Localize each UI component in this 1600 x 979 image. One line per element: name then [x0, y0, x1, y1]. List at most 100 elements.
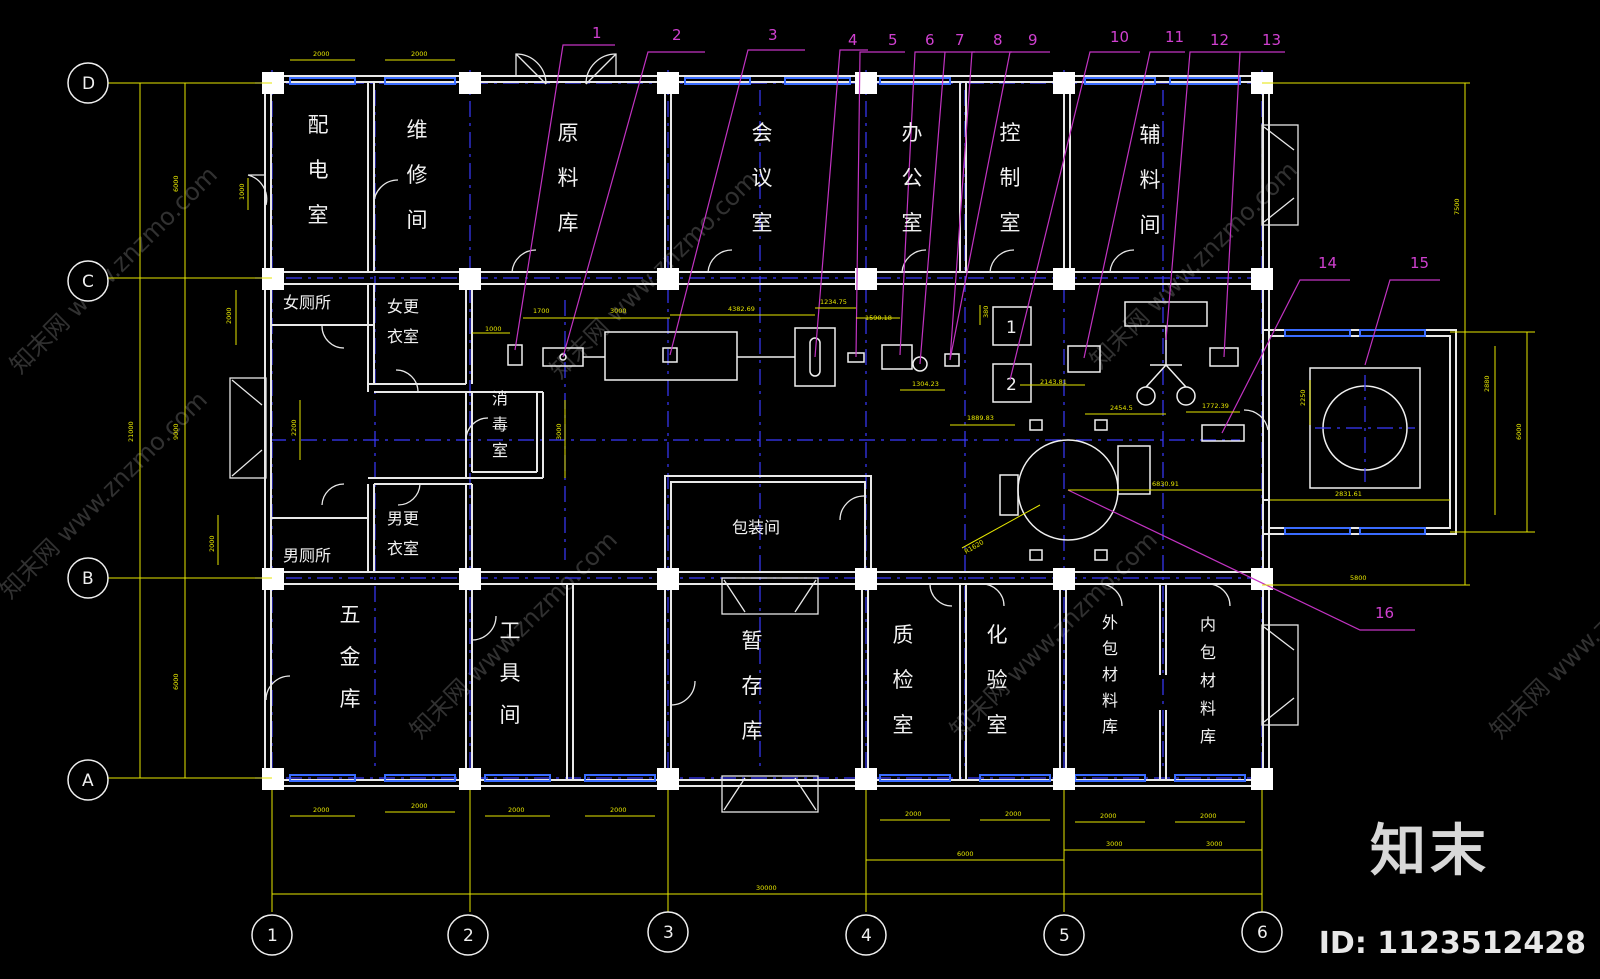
equipment-label: 4 [848, 31, 858, 49]
dim-text: 30000 [756, 884, 777, 892]
equipment-label: 12 [1210, 31, 1229, 49]
dim-text: 2831.61 [1335, 490, 1362, 498]
grid-bubble-a[interactable] [67, 759, 109, 801]
grid-bubble-5[interactable] [1043, 914, 1085, 956]
room-label-outer-packaging-store: 外包材料库 [1102, 613, 1118, 736]
dim-text: 1234.75 [820, 298, 847, 306]
dim-text: 6830.91 [1152, 480, 1179, 488]
grid-bubble-2[interactable] [447, 914, 489, 956]
equipment-label: 16 [1375, 604, 1394, 622]
equipment-label: 8 [993, 31, 1003, 49]
dim-text: 1772.39 [1202, 402, 1229, 410]
dim-text: 3000 [610, 307, 627, 315]
equipment-label: 14 [1318, 254, 1337, 272]
equipment-label: 5 [888, 31, 898, 49]
watermark-layer: 知末网 www.znzmo.com 知末网 www.znzmo.com 知末网 … [0, 156, 1600, 744]
equipment-label: 1 [592, 24, 602, 42]
room-label-auxiliary-room: 辅料间 [1140, 123, 1161, 237]
dim-text: 6000 [172, 175, 180, 192]
dim-text: 6000 [957, 850, 974, 858]
dim-text: 3000 [1106, 840, 1123, 848]
grid-bubble-b[interactable] [67, 557, 109, 599]
room-label-womens-toilet: 女厕所 [283, 293, 331, 312]
structural-columns [262, 72, 1273, 790]
dim-text: 2880 [1483, 375, 1491, 392]
grid-label-col: 1 [267, 926, 278, 946]
room-label-temporary-storage: 暂存库 [742, 629, 763, 743]
equipment-label: 3 [768, 26, 778, 44]
grid-col-bubbles[interactable]: 1 2 3 4 5 6 [251, 911, 1283, 956]
brand-logo-text: 知末 [1370, 819, 1490, 884]
watermark-text: 知末网 www.znzmo.com [544, 166, 762, 384]
dim-text: 2000 [411, 50, 428, 58]
grid-bubble-d[interactable] [67, 62, 109, 104]
grid-label-col: 4 [861, 926, 872, 946]
equipment: 1 2 [507, 301, 1421, 561]
watermark-text: 知末网 www.znzmo.com [1084, 156, 1302, 374]
equipment-box-label: 1 [1006, 318, 1017, 338]
dim-text: 2000 [1100, 812, 1117, 820]
dim-text: 2000 [313, 806, 330, 814]
dim-text: 2143.81 [1040, 378, 1067, 386]
watermark-text: 知末网 www.znzmo.com [4, 161, 222, 379]
room-label-quality-inspection: 质检室 [893, 623, 914, 737]
watermark-text: 知末网 www.znzmo.com [1484, 526, 1600, 744]
dim-text: 6000 [172, 673, 180, 690]
grid-label-row: B [82, 569, 94, 589]
equipment-box-label: 2 [1006, 375, 1017, 395]
equipment-label: 6 [925, 31, 935, 49]
grid-label-col: 6 [1257, 923, 1268, 943]
dim-text: 9000 [172, 423, 180, 440]
equipment-label: 11 [1165, 28, 1184, 46]
grid-label-col: 5 [1059, 926, 1070, 946]
dim-text: 3000 [555, 423, 563, 440]
grid-label-row: A [82, 771, 94, 791]
room-label-disinfection: 消毒室 [492, 389, 508, 460]
dim-text: 5800 [1350, 574, 1367, 582]
grid-bubble-3[interactable] [647, 911, 689, 953]
equipment-label: 2 [672, 26, 682, 44]
dim-text: 1000 [485, 325, 502, 333]
grid-bubble-1[interactable] [251, 914, 293, 956]
grid-row-bubbles[interactable]: D C B A [67, 62, 109, 801]
equipment-label: 10 [1110, 28, 1129, 46]
grid-label-row: C [82, 272, 94, 292]
room-label-maintenance: 维修间 [407, 118, 428, 232]
dim-text: 2000 [411, 802, 428, 810]
dim-text: 2000 [1200, 812, 1217, 820]
room-label-mens-locker: 男更衣室 [387, 509, 419, 558]
room-label-control-room: 控制室 [1000, 121, 1021, 235]
room-label-hardware-store: 五金库 [340, 603, 361, 711]
grid-label-col: 2 [463, 926, 474, 946]
grid-label-col: 3 [663, 923, 674, 943]
grid-bubble-6[interactable] [1241, 911, 1283, 953]
dim-text: 6000 [1515, 423, 1523, 440]
dim-text: 1590.18 [865, 314, 892, 322]
grid-bubble-4[interactable] [845, 914, 887, 956]
equipment-label: 9 [1028, 31, 1038, 49]
dim-text: 1304.23 [912, 380, 939, 388]
room-label-womens-locker: 女更衣室 [387, 297, 419, 346]
room-label-inner-packaging-store: 内包材料库 [1200, 615, 1216, 746]
dim-text: 2000 [208, 535, 216, 552]
dim-text: 2454.5 [1110, 404, 1133, 412]
dim-text: 4382.69 [728, 305, 755, 313]
dim-text: 1889.83 [967, 414, 994, 422]
dim-text: 21000 [127, 421, 135, 442]
grid-bubble-c[interactable] [67, 260, 109, 302]
dim-text: 2000 [225, 307, 233, 324]
room-labels: 配电室 维修间 原料库 会议室 办公室 控制室 辅料间 女厕所 女更衣室 消毒室… [283, 113, 1216, 746]
dimensions: 2000 2000 2000 2000 2000 2000 2000 2000 … [108, 50, 1535, 912]
dim-text: 3000 [1206, 840, 1223, 848]
windows [289, 77, 1426, 782]
room-label-meeting-room: 会议室 [752, 121, 773, 235]
equipment-label: 13 [1262, 31, 1281, 49]
room-label-laboratory: 化验室 [987, 623, 1008, 737]
dim-text: 380 [982, 306, 990, 318]
equipment-leaders: 1 2 3 4 5 6 7 8 9 10 11 12 13 14 15 16 [514, 24, 1440, 631]
equipment-label: 15 [1410, 254, 1429, 272]
dim-text: 1000 [238, 183, 246, 200]
grid-label-row: D [82, 74, 95, 94]
dim-text: 2000 [508, 806, 525, 814]
